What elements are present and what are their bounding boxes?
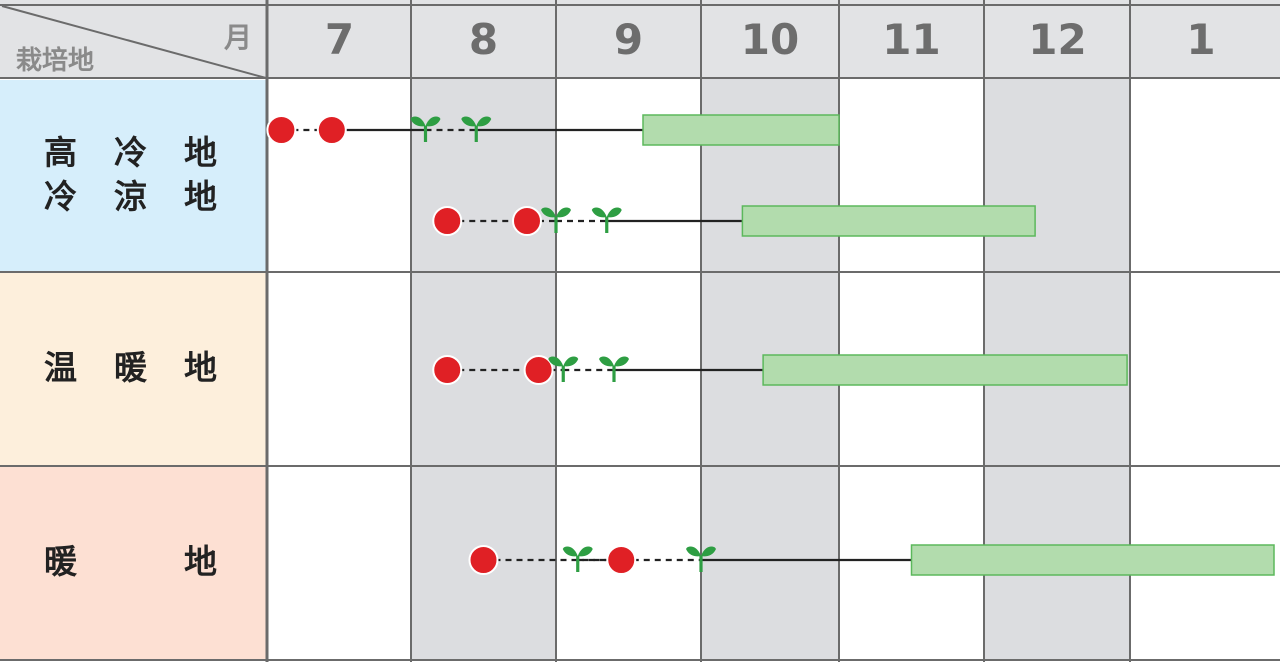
seedling-icon — [461, 116, 492, 142]
region-background — [0, 272, 267, 466]
region-label-line: 温 暖 地 — [44, 348, 219, 387]
month-header-11: 11 — [882, 14, 941, 64]
sowing-dot — [512, 206, 542, 236]
sowing-dot — [523, 355, 554, 385]
month-header-1: 1 — [1186, 14, 1216, 64]
corner-diagonal — [1, 5, 267, 79]
month-header-7: 7 — [324, 14, 355, 64]
harvest-period-bar — [762, 354, 1128, 386]
row-header-label: 栽培地 — [16, 46, 95, 76]
seedling-icon — [591, 207, 622, 233]
month-header-9: 9 — [613, 14, 644, 64]
sowing-dot — [432, 355, 463, 385]
sowing-dot — [266, 115, 297, 145]
seedling-icon — [541, 207, 571, 233]
region-label-line: 暖 地 — [44, 542, 219, 581]
harvest-period-bar — [642, 114, 840, 146]
region-label-line: 冷 涼 地 — [44, 177, 219, 216]
region-background — [0, 80, 267, 272]
sowing-dot — [432, 206, 463, 236]
sowing-dot — [468, 545, 499, 575]
seedling-icon — [599, 356, 629, 382]
region-label-line: 高 冷 地 — [44, 133, 219, 172]
col-header-label: 月 — [224, 21, 253, 54]
header-background — [0, 0, 1280, 78]
harvest-period-bar — [741, 205, 1036, 237]
month-header-8: 8 — [468, 14, 499, 64]
region-label-cold: 高 冷 地 冷 涼 地 — [0, 80, 264, 270]
month-header-10: 10 — [740, 14, 800, 64]
seedling-icon — [562, 546, 593, 572]
seedling-icon — [410, 116, 441, 142]
sowing-dot — [606, 545, 637, 575]
seedling-icon — [686, 546, 716, 572]
month-header-12: 12 — [1028, 14, 1087, 64]
region-label-warm: 温 暖 地 — [0, 273, 264, 463]
sowing-dot — [316, 115, 347, 145]
seedling-icon — [548, 356, 579, 382]
region-label-hot: 暖 地 — [0, 467, 264, 657]
harvest-period-bar — [910, 544, 1275, 576]
region-background — [0, 466, 267, 660]
